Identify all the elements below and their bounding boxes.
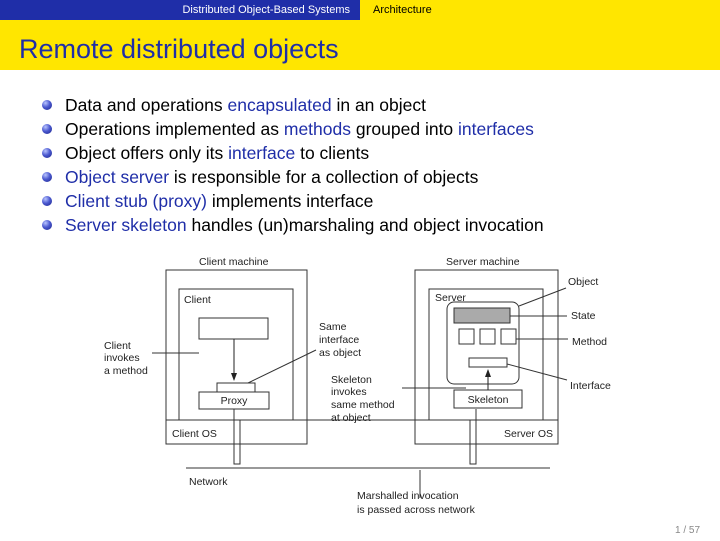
highlighted-term: Object server bbox=[65, 167, 170, 187]
bullet-text: Operations implemented as bbox=[65, 119, 284, 139]
client-os-label: Client OS bbox=[172, 428, 217, 440]
page-number: 1 / 57 bbox=[675, 525, 701, 536]
highlighted-term: Client stub (proxy) bbox=[65, 191, 207, 211]
client-label: Client bbox=[184, 294, 211, 306]
state-label: State bbox=[571, 310, 596, 322]
title-bar bbox=[0, 20, 720, 70]
client-machine-label: Client machine bbox=[199, 256, 269, 268]
bullet-text: is responsible for a collection of objec… bbox=[169, 167, 479, 187]
object-label: Object bbox=[568, 276, 598, 288]
server-box bbox=[428, 288, 544, 421]
bullet-item: Object offers only its interface to clie… bbox=[42, 141, 544, 165]
network-label: Network bbox=[189, 476, 228, 488]
skeleton-invokes-line-1: Skeleton bbox=[331, 374, 372, 386]
bullet-icon bbox=[42, 220, 52, 230]
skeleton-invokes-line-4: at object bbox=[331, 412, 371, 424]
bullet-icon bbox=[42, 124, 52, 134]
proxy-label: Proxy bbox=[221, 395, 249, 407]
bullet-item: Server skeleton handles (un)marshaling a… bbox=[42, 213, 544, 237]
marshalled-line-1: Marshalled invocation bbox=[357, 490, 459, 502]
bullet-list: Data and operations encapsulated in an o… bbox=[42, 93, 544, 237]
client-invokes-line-1: Client bbox=[104, 340, 131, 352]
state-box bbox=[453, 307, 511, 324]
bullet-item: Client stub (proxy) implements interface bbox=[42, 189, 544, 213]
same-interface-line-3: as object bbox=[319, 347, 361, 359]
proxy-interface-box bbox=[216, 382, 256, 393]
skeleton-invokes-line-2: invokes bbox=[331, 386, 367, 398]
bullet-text: in an object bbox=[331, 95, 426, 115]
top-navigation-bar: Distributed Object-Based Systems Archite… bbox=[0, 0, 720, 20]
bullet-item: Object server is responsible for a colle… bbox=[42, 165, 544, 189]
bullet-text: Data and operations bbox=[65, 95, 228, 115]
architecture-diagram: Client machine Server machine Client Ser… bbox=[104, 256, 611, 516]
bullet-text: Object offers only its bbox=[65, 143, 229, 163]
highlighted-term: interface bbox=[228, 143, 296, 163]
client-machine-box bbox=[165, 269, 308, 445]
bullet-icon bbox=[42, 196, 52, 206]
client-component-box bbox=[198, 317, 269, 340]
highlighted-term: interfaces bbox=[458, 119, 534, 139]
skeleton-invokes-line-3: same method bbox=[331, 399, 395, 411]
bullet-icon bbox=[42, 172, 52, 182]
bullet-text: to clients bbox=[295, 143, 370, 163]
method-box-2 bbox=[479, 328, 496, 345]
client-invokes-line-3: a method bbox=[104, 365, 148, 377]
bullet-item: Operations implemented as methods groupe… bbox=[42, 117, 544, 141]
marshalled-line-2: is passed across network bbox=[357, 504, 476, 516]
interface-label: Interface bbox=[570, 380, 611, 392]
method-box-3 bbox=[500, 328, 517, 345]
same-interface-line-2: interface bbox=[319, 334, 359, 346]
nav-section-link[interactable]: Distributed Object-Based Systems bbox=[0, 0, 360, 20]
client-invokes-line-2: invokes bbox=[104, 352, 140, 364]
server-machine-label: Server machine bbox=[446, 256, 520, 268]
network-path bbox=[233, 409, 477, 465]
server-os-label: Server OS bbox=[504, 428, 553, 440]
object-interface-box bbox=[468, 357, 508, 368]
method-box-1 bbox=[458, 328, 475, 345]
highlighted-term: methods bbox=[283, 119, 351, 139]
highlighted-term: Server skeleton bbox=[65, 215, 187, 235]
bullet-item: Data and operations encapsulated in an o… bbox=[42, 93, 544, 117]
highlighted-term: encapsulated bbox=[227, 95, 332, 115]
bullet-icon bbox=[42, 148, 52, 158]
slide-title: Remote distributed objects bbox=[19, 34, 339, 64]
client-box bbox=[178, 288, 294, 421]
same-interface-line-1: Same bbox=[319, 321, 347, 333]
server-machine-box bbox=[414, 269, 559, 445]
skeleton-label: Skeleton bbox=[468, 394, 509, 406]
nav-subsection-link[interactable]: Architecture bbox=[360, 0, 720, 20]
bullet-text: handles (un)marshaling and object invoca… bbox=[186, 215, 544, 235]
server-label: Server bbox=[435, 292, 466, 304]
bullet-text: implements interface bbox=[207, 191, 374, 211]
bullet-icon bbox=[42, 100, 52, 110]
bullet-text: grouped into bbox=[351, 119, 459, 139]
object-box bbox=[446, 301, 520, 385]
method-label: Method bbox=[572, 336, 607, 348]
